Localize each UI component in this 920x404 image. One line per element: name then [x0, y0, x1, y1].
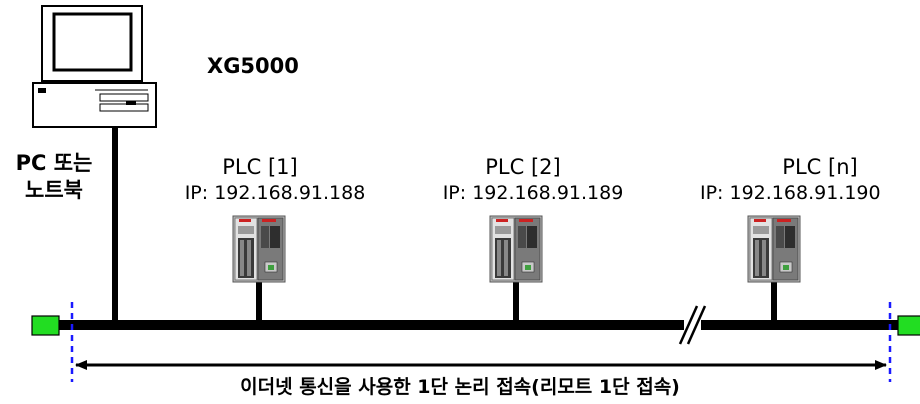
plc1-name: PLC [1]: [222, 155, 298, 179]
pc-label: PC 또는 노트북: [14, 150, 94, 204]
plc1-drop-line: [256, 282, 262, 327]
plcn-device-icon: [747, 215, 801, 283]
pc-label-line1: PC 또는: [15, 151, 93, 175]
plcn-ip: IP: 192.168.91.190: [700, 182, 881, 204]
plc2-name: PLC [2]: [485, 155, 561, 179]
diagram-caption: 이더넷 통신을 사용한 1단 논리 접속(리모트 1단 접속): [240, 376, 680, 398]
pc-drop-line: [112, 127, 118, 327]
pc-case-icon: [32, 82, 157, 128]
plc2-drop-line: [513, 282, 519, 327]
left-terminator: [31, 315, 60, 336]
plc1-device-icon: [232, 215, 286, 283]
plcn-name: PLC [n]: [782, 155, 858, 179]
pc-label-line2: 노트북: [25, 178, 83, 202]
monitor-icon: [41, 5, 143, 82]
plc2-ip: IP: 192.168.91.189: [442, 182, 624, 204]
ethernet-bus: [58, 320, 900, 330]
plc1-ip: IP: 192.168.91.188: [184, 182, 366, 204]
plc2-device-icon: [489, 215, 543, 283]
right-terminator: [897, 315, 920, 336]
bus-break-mark: [678, 305, 707, 345]
plcn-drop-line: [771, 282, 777, 327]
software-label: XG5000: [207, 54, 299, 78]
